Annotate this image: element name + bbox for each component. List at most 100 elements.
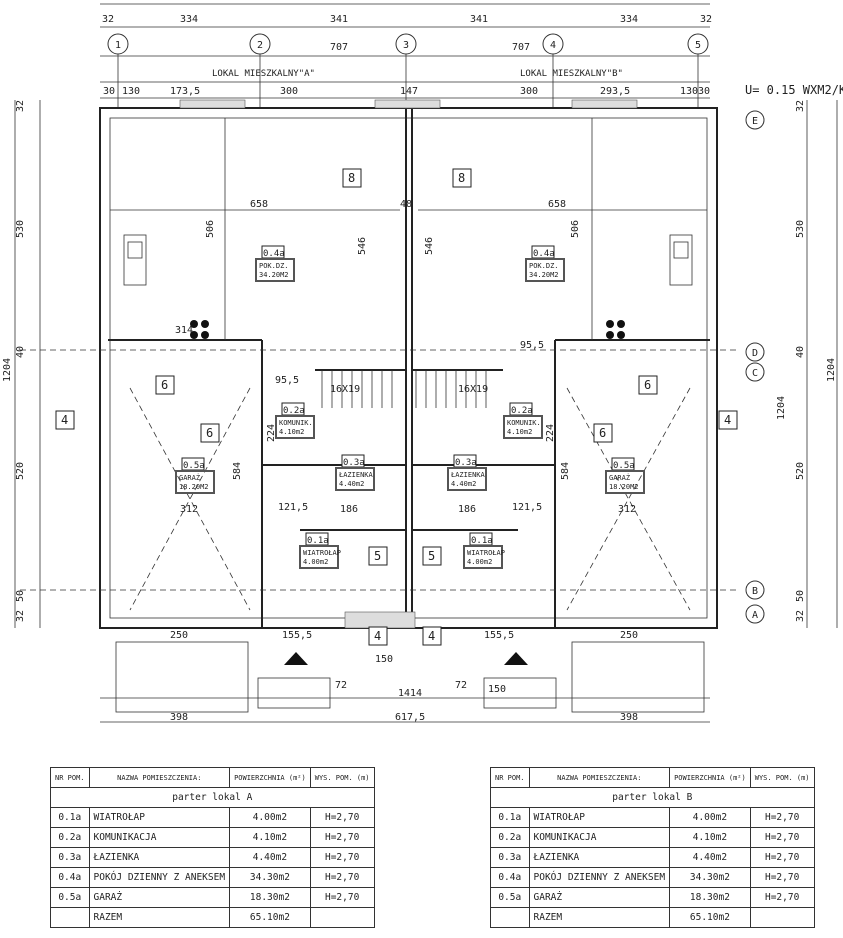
interior-dim-label: 16X19 <box>458 384 488 395</box>
tag-box <box>368 626 388 646</box>
axis-label: E <box>752 116 758 127</box>
dim-bottom-label: 155,5 <box>484 630 514 641</box>
dim-left-label: 32 <box>15 610 26 622</box>
table-cell: 18.30m2 <box>229 887 311 908</box>
room-label-box <box>503 415 543 439</box>
dim-top-label: 341 <box>470 14 488 25</box>
dim-row-label: 30 <box>103 86 115 97</box>
interior-dim-label: 186 <box>458 504 476 515</box>
room-area: 4.40m2 <box>451 480 476 488</box>
room-id: 0.4a <box>263 249 285 259</box>
tag-four: 4 <box>374 629 381 643</box>
interior-dim-label: 546 <box>357 237 368 255</box>
dim-right-label: 520 <box>795 462 806 480</box>
interior-dim-label: 224 <box>266 424 277 442</box>
table-cell <box>50 907 90 928</box>
room-id: 0.2a <box>511 406 533 416</box>
interior-dim-label: 186 <box>340 504 358 515</box>
axis-label: 1 <box>115 40 121 51</box>
dim-row-label: 130 <box>680 86 698 97</box>
interior-dim-label: 584 <box>560 462 571 480</box>
table-cell: 34.30m2 <box>669 867 751 888</box>
table-cell: KOMUNIKACJA <box>528 827 671 848</box>
tag-box <box>452 168 472 188</box>
tag-box <box>200 423 220 443</box>
table-cell: H=2,70 <box>309 867 375 888</box>
tag-box <box>718 410 738 430</box>
column-header: POWIERZCHNIA (m²) <box>669 767 751 788</box>
table-cell: 4.00m2 <box>669 807 751 828</box>
room-label-box <box>299 545 339 569</box>
table-section-row: parter lokal A <box>50 787 375 808</box>
table-cell: 4.40m2 <box>229 847 311 868</box>
table-cell: 0.5a <box>490 887 530 908</box>
dim-707-a: 707 <box>330 42 348 53</box>
table-cell: H=2,70 <box>309 847 375 868</box>
room-id: 0.1a <box>307 536 329 546</box>
dim-bottom-label: 250 <box>170 630 188 641</box>
dim-left-label: 50 <box>15 590 26 602</box>
interior-dim-label: 95,5 <box>520 340 544 351</box>
table-cell: H=2,70 <box>749 827 815 848</box>
table-cell: RAZEM <box>88 907 231 928</box>
room-id: 0.3a <box>455 458 477 468</box>
room-label-box <box>605 470 645 494</box>
tag-six: 6 <box>599 426 606 440</box>
dim-overall: 1204 <box>776 396 787 420</box>
tag-box <box>422 546 442 566</box>
table-cell: 0.5a <box>50 887 90 908</box>
table-cell: 4.10m2 <box>229 827 311 848</box>
dim-overall: 1204 <box>2 358 13 382</box>
interior-dim-label: 312 <box>180 504 198 515</box>
axis-label: A <box>752 610 758 621</box>
table-cell: RAZEM <box>528 907 671 928</box>
room-name: KOMUNIK. <box>279 419 313 427</box>
table-cell: 65.10m2 <box>669 907 751 928</box>
table-cell: KOMUNIKACJA <box>88 827 231 848</box>
dim-bottom-label: 72 <box>455 680 467 691</box>
interior-dim-label: 121,5 <box>278 502 308 513</box>
dim-top-label: 334 <box>180 14 198 25</box>
interior-dim-label: 658 <box>548 199 566 210</box>
table-cell: 34.30m2 <box>229 867 311 888</box>
axis-label: 2 <box>257 40 263 51</box>
interior-dim-label: 48 <box>400 199 412 210</box>
table-cell: H=2,70 <box>749 847 815 868</box>
table-cell: WIATROŁAP <box>528 807 671 828</box>
tag-six: 6 <box>206 426 213 440</box>
interior-dim-label: 16X19 <box>330 384 360 395</box>
tag-six: 6 <box>644 378 651 392</box>
room-name: WIATROŁAP <box>467 549 505 557</box>
dim-bottom-label: 150 <box>375 654 393 665</box>
room-name: KOMUNIK. <box>507 419 541 427</box>
room-area: 4.40m2 <box>339 480 364 488</box>
dim-top-label: 32 <box>102 14 114 25</box>
table-cell: 0.1a <box>490 807 530 828</box>
room-id: 0.5a <box>613 461 635 471</box>
tag-eight: 8 <box>348 171 355 185</box>
axis-bubble <box>745 580 765 600</box>
table-cell: 4.10m2 <box>669 827 751 848</box>
room-area: 18.20M2 <box>179 483 209 491</box>
dim-bottom-label: 150 <box>488 684 506 695</box>
column-header: NAZWA POMIESZCZENIA: <box>528 767 671 788</box>
table-cell: 0.4a <box>50 867 90 888</box>
interior-dim-label: 95,5 <box>275 375 299 386</box>
interior-dim-label: 658 <box>250 199 268 210</box>
unit-b-label: LOKAL MIESZKALNY"B" <box>520 69 623 79</box>
table-cell: 0.2a <box>50 827 90 848</box>
tag-six: 6 <box>161 378 168 392</box>
table-cell: H=2,70 <box>749 887 815 908</box>
interior-dim-label: 584 <box>232 462 243 480</box>
table-cell: 0.3a <box>490 847 530 868</box>
